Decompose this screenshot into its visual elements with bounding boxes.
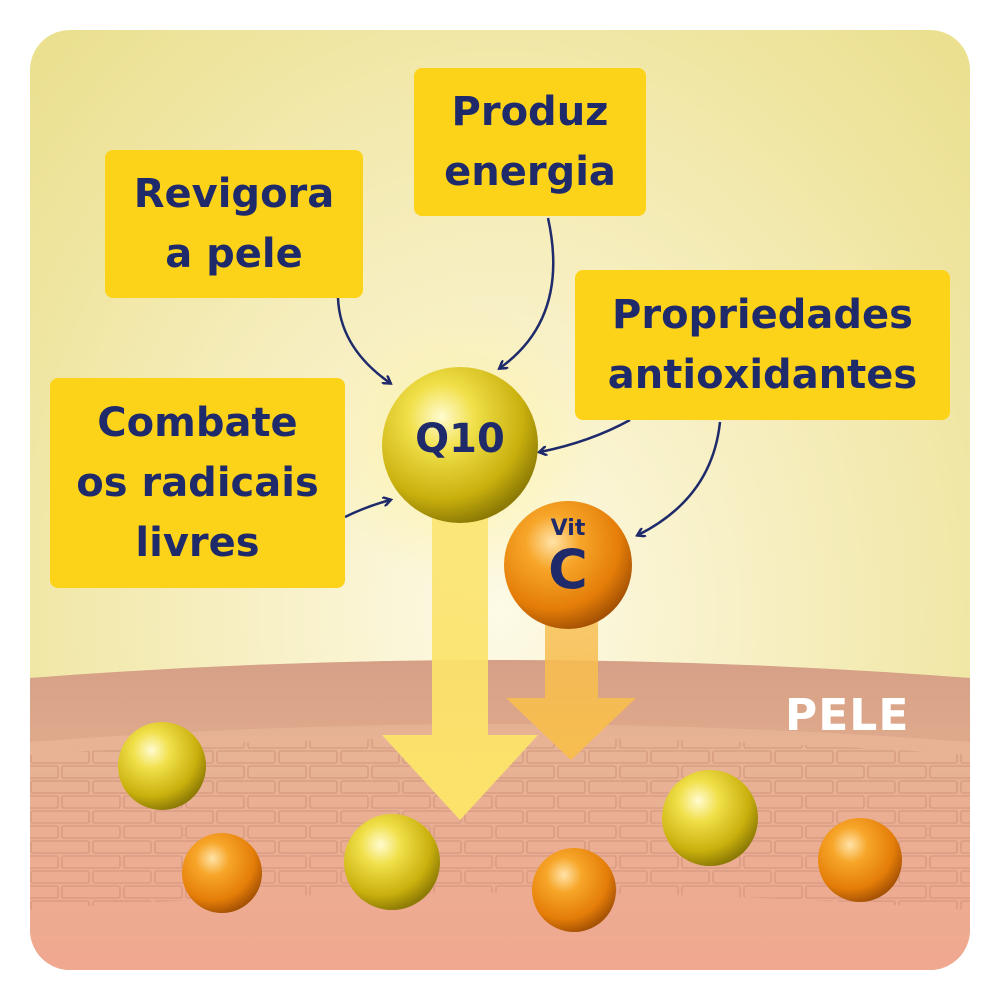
label-line: a pele — [165, 231, 303, 277]
vitamin-c-label: C — [548, 538, 588, 601]
label-line: livres — [135, 520, 260, 566]
label-line: Propriedades — [612, 292, 913, 338]
label-line: Produz — [451, 89, 609, 135]
label-propriedades-antioxidantes: Propriedades antioxidantes — [575, 270, 950, 420]
label-line: Revigora — [133, 171, 335, 217]
q10-label: Q10 — [415, 416, 505, 462]
label-line: antioxidantes — [607, 352, 918, 398]
skin-molecule-gold — [118, 722, 206, 810]
skin-molecule-gold — [344, 814, 440, 910]
q10-molecule — [382, 367, 538, 523]
vitc-molecule — [504, 501, 632, 629]
label-line: os radicais — [76, 460, 319, 506]
arrow-propriedades-to-vitc — [638, 421, 722, 535]
label-combate-radicais-livres: Combate os radicais livres — [50, 378, 345, 588]
vit-label: Vit — [550, 516, 586, 541]
skin-label: PELE — [785, 690, 910, 741]
arrow-propriedades-to-q10 — [540, 418, 631, 452]
skin-molecule-orange — [818, 818, 902, 902]
diagram-canvas: Revigora a pele Produz energia Proprieda… — [30, 30, 970, 970]
skin-molecule-gold — [662, 770, 758, 866]
skin-molecule-orange — [532, 848, 616, 932]
label-produz-energia: Produz energia — [414, 68, 646, 216]
arrow-combate-to-q10 — [344, 500, 390, 519]
arrow-produz-to-q10 — [500, 217, 555, 368]
diagram-scene — [30, 217, 970, 970]
skin-surface-texture — [30, 660, 970, 742]
label-line: Combate — [97, 400, 298, 446]
skin-molecule-orange — [182, 833, 262, 913]
label-line: energia — [444, 149, 616, 195]
vitc-down-arrow — [506, 615, 636, 760]
label-revigora-a-pele: Revigora a pele — [105, 150, 363, 298]
q10-down-arrow — [382, 515, 538, 820]
arrow-revigora-to-q10 — [336, 297, 390, 383]
